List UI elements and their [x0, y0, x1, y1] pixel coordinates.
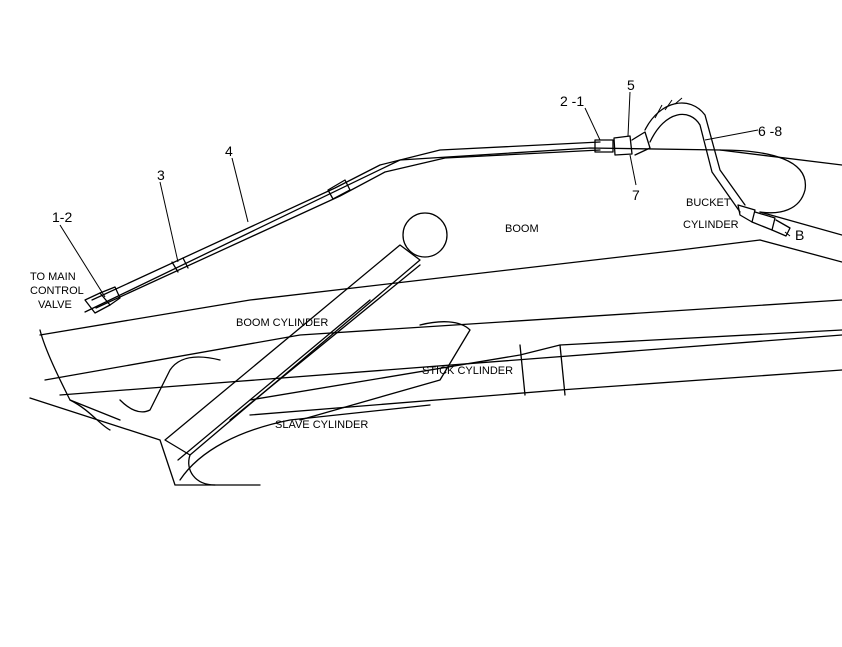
hydraulic-tube	[84, 97, 791, 314]
valve-label-line-3: VALVE	[38, 299, 72, 311]
callout-6-8: 6 -8	[758, 123, 782, 139]
callout-3: 3	[157, 167, 165, 183]
valve-label-line-2: CONTROL	[30, 285, 84, 297]
valve-label-line-1: TO MAIN	[30, 271, 76, 283]
callout-5: 5	[627, 77, 635, 93]
callout-1-2: 1-2	[52, 209, 72, 225]
callout-4: 4	[225, 143, 233, 159]
bucket-label-line-2: CYLINDER	[683, 219, 739, 231]
slave-cylinder	[119, 321, 471, 486]
stick-cylinder-label: STICK CYLINDER	[422, 365, 513, 377]
boom-label: BOOM	[505, 223, 539, 235]
bucket-label-line-1: BUCKET	[686, 197, 731, 209]
bucket-cylinder-label: BUCKET CYLINDER	[683, 197, 739, 231]
callout-2-1: 2 -1	[560, 93, 584, 109]
to-main-control-valve-label: TO MAIN CONTROL VALVE	[30, 271, 84, 311]
callout-b: B	[795, 227, 804, 243]
callout-7: 7	[632, 187, 640, 203]
stick-cylinder	[249, 329, 842, 416]
boom-cylinder-label: BOOM CYLINDER	[236, 317, 328, 329]
callout-leaders	[59, 91, 791, 298]
slave-cylinder-label: SLAVE CYLINDER	[275, 419, 368, 431]
boom-body	[29, 147, 842, 486]
boom-cylinder	[164, 212, 448, 461]
